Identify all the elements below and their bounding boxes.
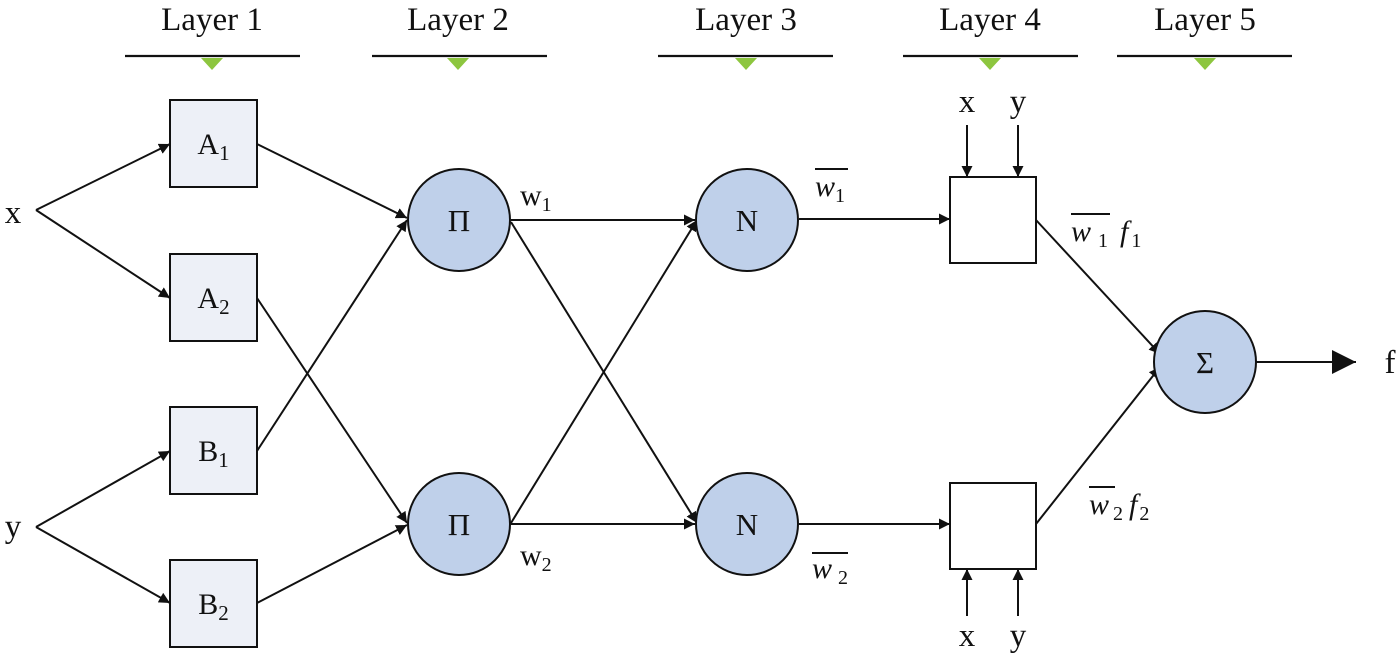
sum-node: Σ xyxy=(1153,310,1257,414)
normalize-node-1: N xyxy=(695,168,799,272)
consequent-node-2 xyxy=(949,482,1037,570)
layer-header-5: Layer 5 xyxy=(1117,2,1292,70)
layer-label: Layer 2 xyxy=(407,2,509,38)
edge-b2-pi2 xyxy=(256,524,408,604)
layer-label: Layer 1 xyxy=(161,2,263,38)
membership-node-a1: A1 xyxy=(169,99,258,188)
layer-marker xyxy=(447,58,469,70)
layer-header-2: Layer 2 xyxy=(372,2,547,70)
edge-b1-pi1 xyxy=(256,219,408,452)
layer-marker xyxy=(735,58,757,70)
connections xyxy=(35,125,1356,616)
layer-marker xyxy=(201,58,223,70)
membership-label: B xyxy=(198,435,218,468)
edge-x-a2 xyxy=(35,209,171,299)
product-symbol: Π xyxy=(448,203,470,238)
output-f-label: f xyxy=(1385,345,1396,381)
svg-text:A1: A1 xyxy=(197,128,229,165)
layer-label: Layer 5 xyxy=(1154,2,1256,38)
membership-subscript: 1 xyxy=(219,141,230,165)
layer-header-1: Layer 1 xyxy=(125,2,300,70)
layer-marker xyxy=(1194,58,1216,70)
sum-symbol: Σ xyxy=(1196,345,1214,380)
membership-label: B xyxy=(198,588,218,621)
firing-strength-label-2: w2 xyxy=(520,539,552,576)
consequent-input-y-bottom: y xyxy=(1010,618,1027,654)
svg-text:B2: B2 xyxy=(198,588,229,625)
edge-a1-pi1 xyxy=(256,143,408,219)
svg-text:w1: w1 xyxy=(815,170,845,207)
membership-label: A xyxy=(197,128,219,161)
svg-text:B1: B1 xyxy=(198,435,229,472)
layer-label: Layer 3 xyxy=(695,2,797,38)
product-symbol: Π xyxy=(448,507,470,542)
edge-a2-pi2 xyxy=(256,297,408,524)
edge-c1-sum xyxy=(1035,219,1161,355)
edge-x-a1 xyxy=(35,143,171,211)
layer-header-3: Layer 3 xyxy=(658,2,833,70)
layer-label: Layer 4 xyxy=(939,2,1041,38)
layer-header-4: Layer 4 xyxy=(903,2,1078,70)
membership-subscript: 2 xyxy=(219,295,230,319)
membership-label: A xyxy=(197,282,219,315)
edge-y-b1 xyxy=(35,450,171,528)
membership-node-b1: B1 xyxy=(169,406,258,495)
edge-c2-sum xyxy=(1035,366,1161,525)
normalize-symbol: N xyxy=(736,507,758,542)
membership-subscript: 1 xyxy=(218,448,229,472)
edge-pi2-n1 xyxy=(510,219,698,524)
svg-text:w2: w2 xyxy=(812,552,848,589)
normalize-symbol: N xyxy=(736,203,758,238)
product-node-2: Π xyxy=(407,472,511,576)
consequent-input-x-bottom: x xyxy=(959,618,976,654)
normalize-node-2: N xyxy=(695,472,799,576)
layer-marker xyxy=(979,58,1001,70)
membership-node-b2: B2 xyxy=(169,559,258,648)
consequent-input-x-top: x xyxy=(959,84,976,120)
membership-node-a2: A2 xyxy=(169,253,258,342)
input-y-label: y xyxy=(5,509,22,545)
consequent-input-y-top: y xyxy=(1010,84,1027,120)
membership-subscript: 2 xyxy=(218,601,229,625)
firing-strength-label-1: w1 xyxy=(520,179,552,216)
input-x-label: x xyxy=(5,195,22,231)
normalized-strength-label-1: w1 xyxy=(815,168,848,207)
svg-text:A2: A2 xyxy=(197,282,229,319)
edge-y-b2 xyxy=(35,526,171,604)
consequent-node-1 xyxy=(949,176,1037,264)
product-node-1: Π xyxy=(407,168,511,272)
